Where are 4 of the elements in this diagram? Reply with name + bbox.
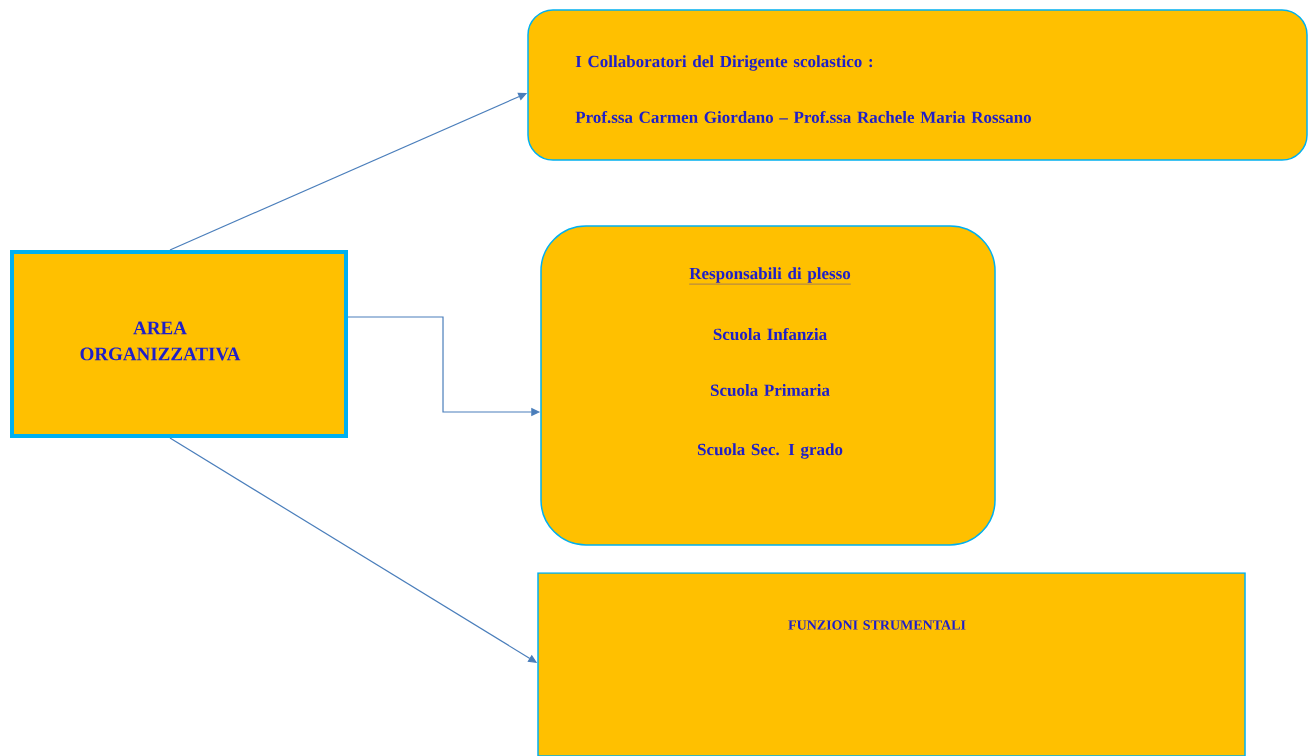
box: FUNZIONI STRUMENTALI (537, 572, 1246, 756)
rounded-box: Responsabili di plesso Scuola Infanzia Scuola Primaria Scuola Sec. I grado (540, 225, 996, 546)
box: AREA ORGANIZZATIVA (10, 250, 348, 438)
rounded-box: I Collaboratori del Dirigente scolastico : Prof.ssa Carmen Giordano – Prof.ssa Rachele Maria Rossano (527, 9, 1308, 161)
